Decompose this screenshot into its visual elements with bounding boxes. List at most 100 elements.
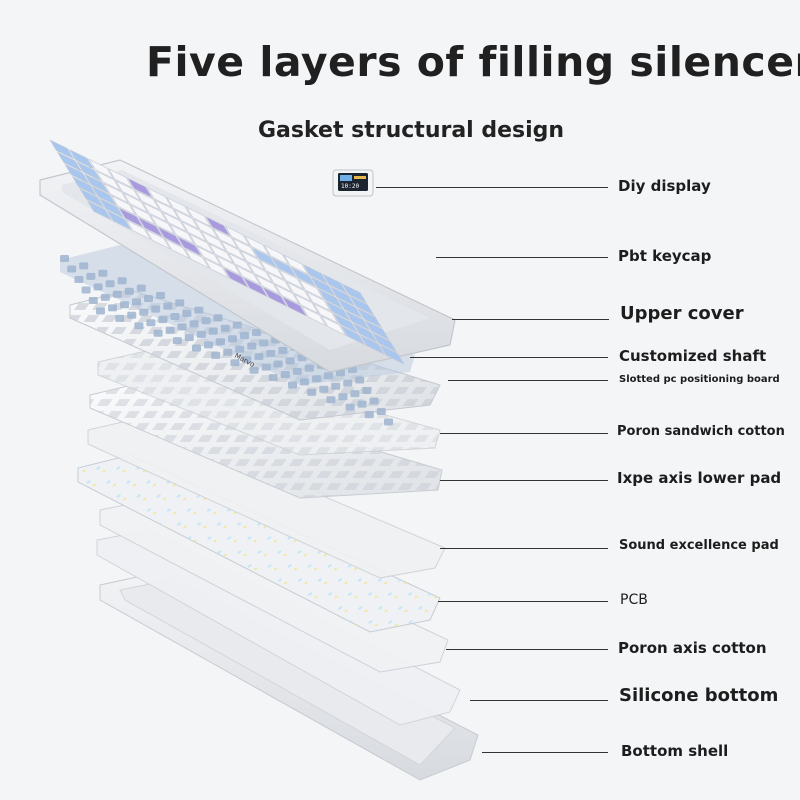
- keycap: [340, 325, 366, 346]
- switch: [156, 292, 165, 299]
- keycap: [118, 207, 144, 228]
- keycap: [352, 322, 378, 343]
- keycap: [146, 187, 173, 208]
- keycap: [98, 197, 125, 219]
- keycap: [154, 199, 180, 220]
- leader-line: [470, 700, 608, 701]
- switch: [79, 262, 89, 270]
- switch: [278, 346, 288, 354]
- keycap: [200, 230, 227, 252]
- switch: [304, 364, 314, 372]
- keycap: [188, 233, 215, 254]
- keycap: [125, 219, 152, 240]
- switch: [189, 320, 199, 328]
- leader-line: [440, 433, 608, 434]
- keycap: [262, 286, 288, 308]
- switch: [254, 353, 264, 361]
- switch-grid: [60, 255, 393, 426]
- switch: [204, 341, 213, 349]
- label-poron-axis-cotton: Poron axis cotton: [618, 639, 767, 657]
- keycap: [185, 206, 212, 227]
- keycap: [130, 204, 156, 226]
- keycap: [301, 305, 327, 327]
- label-silicone-bottom: Silicone bottom: [619, 685, 779, 706]
- keycap: [281, 296, 308, 317]
- leader-line: [482, 752, 608, 753]
- switch: [211, 351, 221, 359]
- switch: [350, 390, 360, 398]
- keycap: [137, 216, 164, 238]
- switch: [268, 374, 278, 382]
- keycap: [64, 163, 90, 185]
- keycap: [173, 209, 200, 230]
- switch: [153, 329, 163, 337]
- switch: [184, 334, 194, 341]
- keycap: [371, 332, 398, 353]
- keycap: [251, 247, 278, 268]
- keycap: [379, 344, 405, 365]
- label-upper-cover: Upper cover: [620, 303, 744, 324]
- leader-line: [410, 357, 608, 358]
- switch: [266, 350, 276, 357]
- keycap: [157, 226, 183, 247]
- switch: [151, 305, 161, 313]
- switch: [355, 376, 365, 384]
- keycap: [184, 248, 210, 269]
- switch: [319, 385, 329, 393]
- keycap: [142, 202, 168, 223]
- keycap: [196, 245, 222, 267]
- keycap: [278, 269, 305, 290]
- switch: [194, 306, 204, 314]
- switch: [165, 326, 175, 334]
- switch: [336, 369, 345, 377]
- switch: [196, 330, 206, 338]
- keycap: [364, 319, 390, 341]
- keycap: [259, 259, 285, 281]
- keycap: [293, 293, 320, 315]
- switch: [170, 313, 180, 320]
- keycap: [91, 185, 117, 206]
- keycap: [176, 236, 203, 257]
- switch: [146, 319, 156, 327]
- keycap: [359, 334, 386, 356]
- keycap: [115, 180, 141, 201]
- switch: [67, 265, 77, 273]
- keycap: [86, 200, 113, 221]
- switch: [112, 290, 122, 298]
- switch: [108, 304, 117, 312]
- switch: [134, 322, 144, 330]
- switch: [357, 400, 367, 408]
- keycap: [103, 182, 129, 204]
- switch: [127, 311, 137, 319]
- switch: [307, 388, 317, 396]
- switch: [285, 357, 295, 365]
- keycap: [169, 223, 195, 245]
- switch: [120, 301, 129, 309]
- keycap: [122, 192, 149, 213]
- switch: [220, 324, 230, 332]
- leader-line: [436, 257, 608, 258]
- keycap: [68, 148, 95, 170]
- switch: [247, 342, 257, 350]
- switch: [343, 379, 353, 387]
- switch: [384, 418, 393, 426]
- switch: [273, 360, 283, 368]
- keycap: [227, 252, 254, 274]
- keycap: [254, 274, 281, 295]
- switch: [228, 335, 237, 343]
- keycap: [263, 244, 290, 266]
- switch: [216, 338, 225, 346]
- label-ixpe-axis-lower-pad: Ixpe axis lower pad: [617, 469, 782, 487]
- keycap: [215, 255, 242, 276]
- switch: [81, 286, 91, 294]
- keycap: [232, 237, 258, 259]
- label-diy-display: Diy display: [618, 177, 711, 195]
- keycap: [313, 303, 339, 324]
- keycap: [134, 189, 161, 211]
- keycap: [208, 243, 234, 264]
- label-pcb: PCB: [620, 592, 648, 608]
- switch: [144, 295, 153, 303]
- switch: [280, 371, 290, 378]
- keycap: [79, 188, 105, 209]
- switch: [249, 366, 259, 374]
